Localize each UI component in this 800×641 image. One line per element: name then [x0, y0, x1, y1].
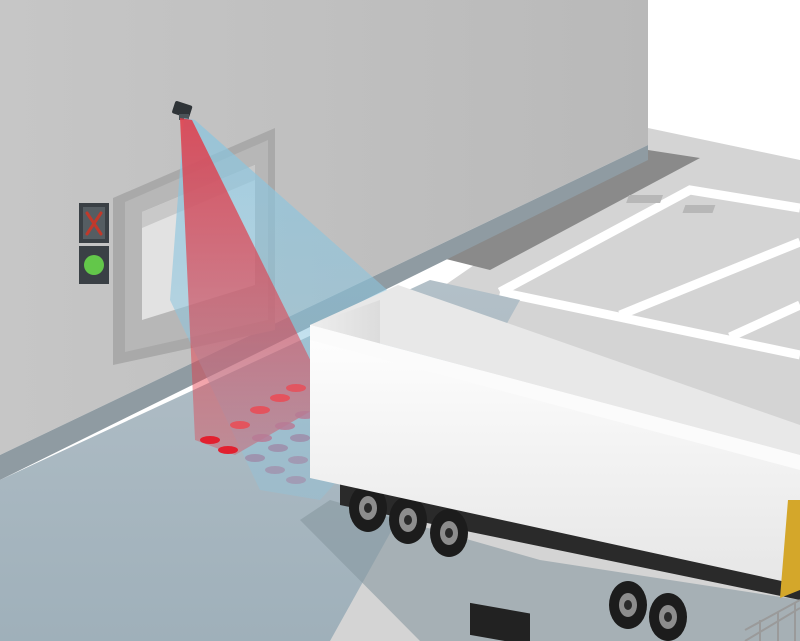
dock-edge-strip: [430, 150, 700, 270]
red-sensor-beam: [180, 118, 330, 455]
sensor-mount: [172, 101, 193, 118]
trailer-accent: [780, 500, 800, 598]
green-circle-icon: [84, 255, 104, 275]
parking-lines: [497, 185, 800, 360]
floor-marker: [682, 205, 716, 213]
trailer-wheels-front: [609, 581, 687, 641]
trailer-side-highlight: [310, 325, 800, 470]
sensor-lens: [179, 114, 189, 120]
beam-floor-spots: [200, 384, 315, 484]
sensor-device: [172, 101, 193, 120]
trailer-side: [310, 325, 800, 585]
floor-marker: [626, 195, 664, 203]
x-cross-icon: [85, 211, 103, 236]
fence: [744, 599, 800, 641]
signal-lights: [79, 203, 109, 284]
trailer-wheels-rear: [349, 484, 468, 557]
trailer-bumper: [470, 602, 530, 641]
background-sky: [648, 0, 800, 150]
trailer-roof: [310, 285, 800, 455]
